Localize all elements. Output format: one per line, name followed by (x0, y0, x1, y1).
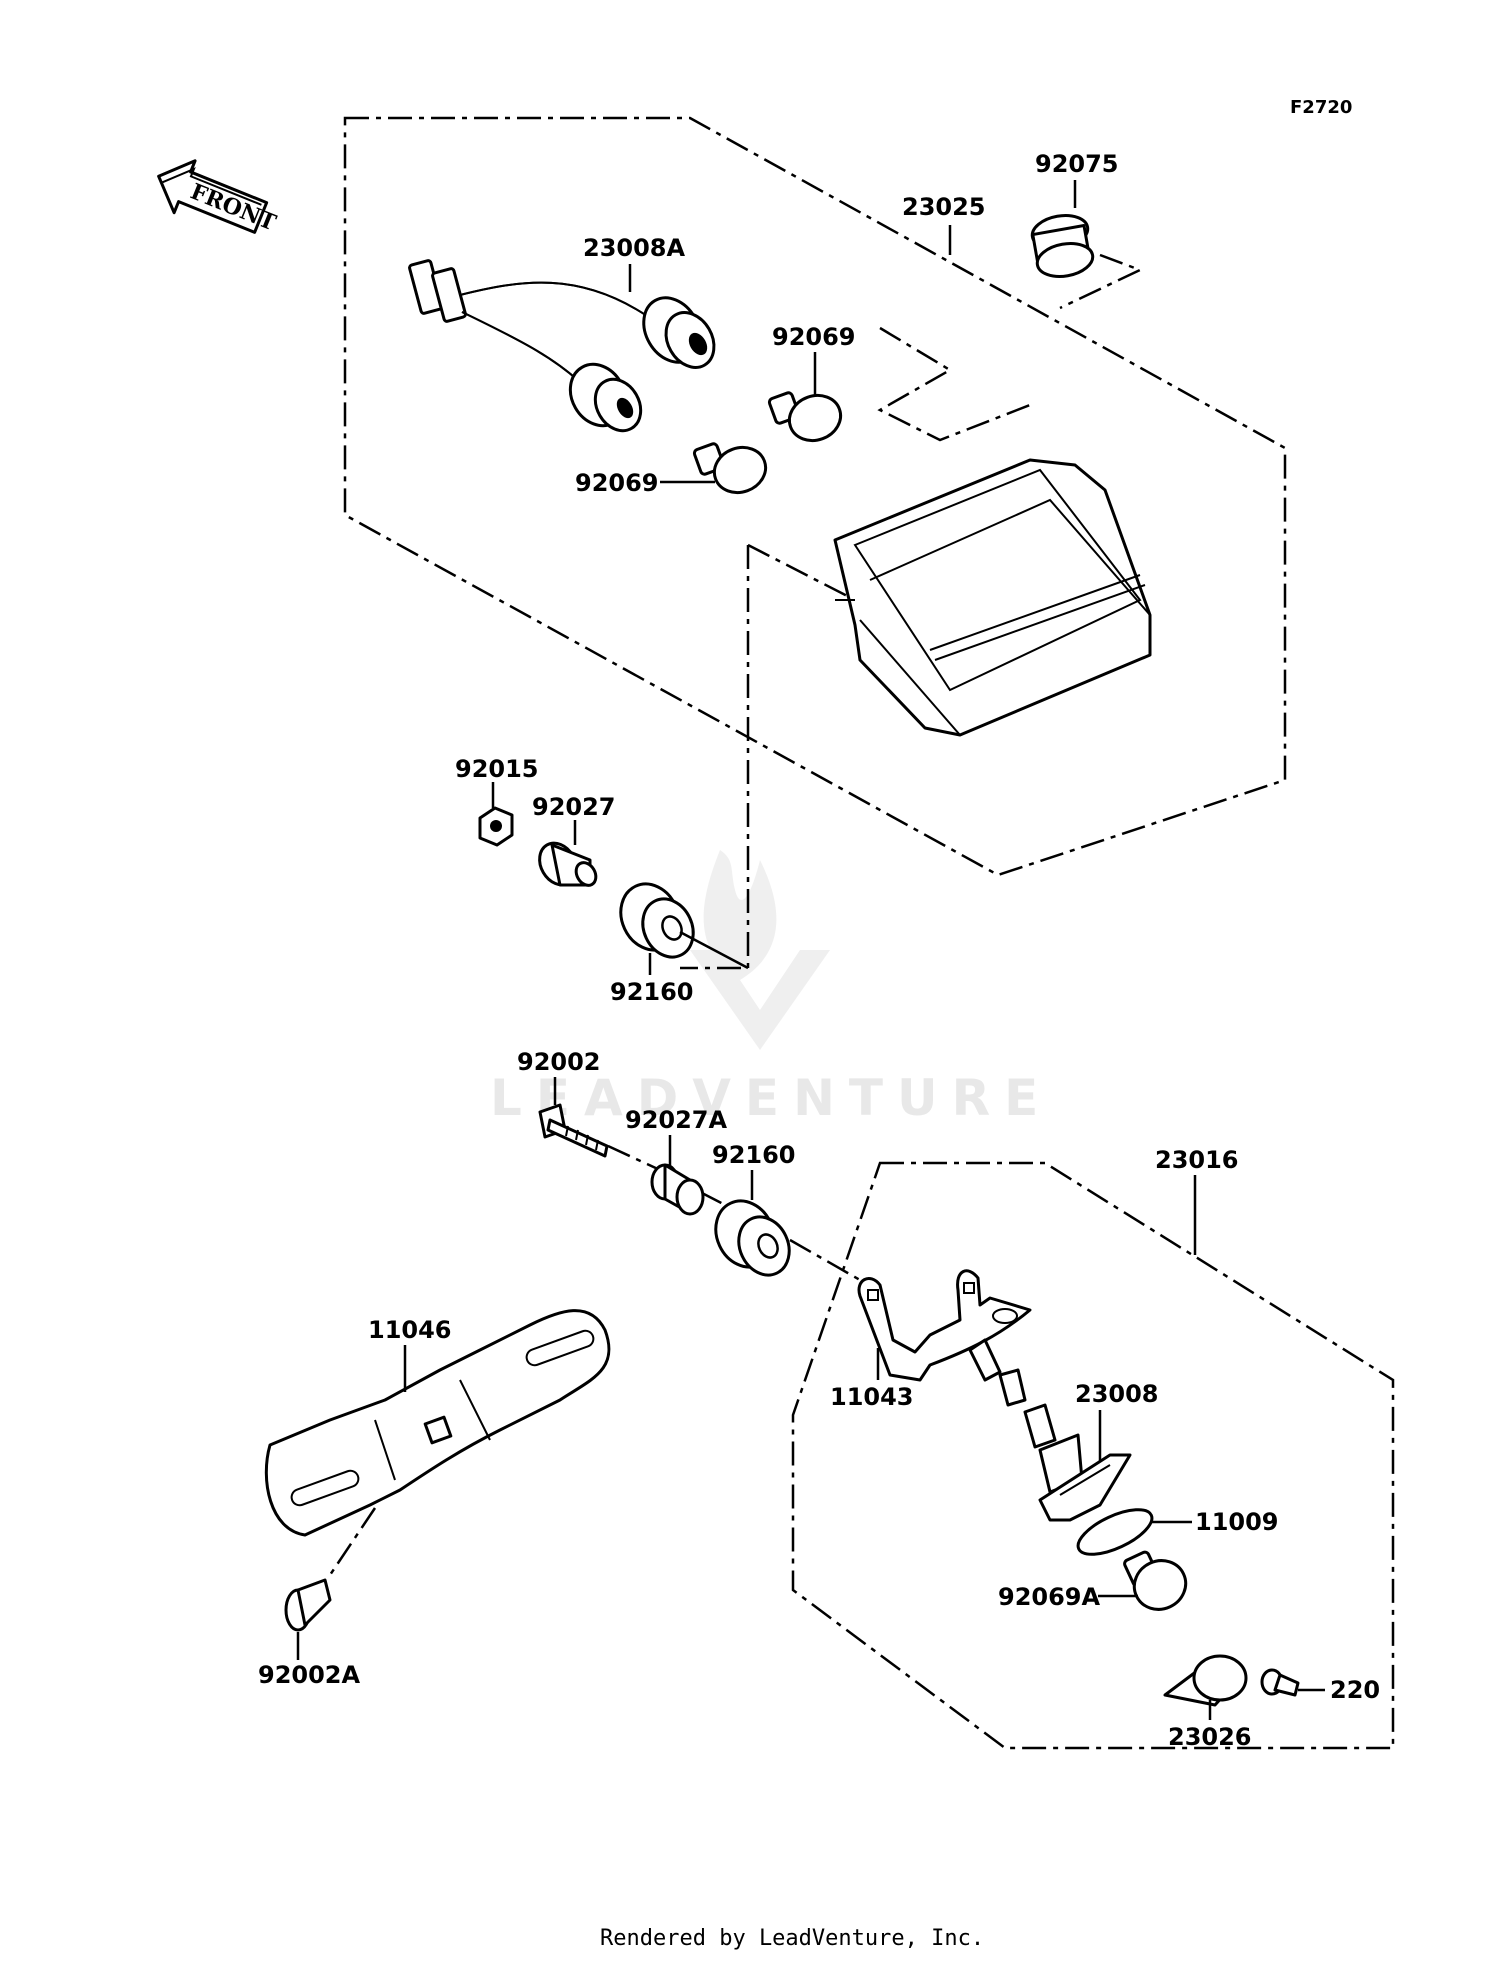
label-92015: 92015 (455, 755, 539, 783)
bracket-11046-icon (264, 1309, 611, 1537)
grommet-92160-top-icon (619, 882, 695, 959)
screw-220-icon (1260, 1668, 1300, 1697)
bulb-92069-bottom-icon (692, 442, 768, 495)
bolt-92002A-icon (284, 1578, 332, 1632)
collar-92027A-icon (650, 1163, 705, 1216)
diagram-code: F2720 (1290, 97, 1352, 118)
label-92069-bottom: 92069 (575, 469, 659, 497)
label-23008: 23008 (1075, 1380, 1159, 1408)
upper-assembly-outline (343, 116, 1287, 877)
label-220: 220 (1330, 1676, 1380, 1704)
grommet-92160-mid-icon (714, 1199, 791, 1277)
gasket-11009-icon (1076, 1508, 1154, 1556)
front-arrow-icon: FRONT (157, 159, 280, 237)
cap-92075-icon (1030, 214, 1095, 278)
bulb-92069-top-icon (767, 391, 843, 443)
label-23008A: 23008A (583, 234, 685, 262)
label-92069-top: 92069 (772, 323, 856, 351)
bolt-92002-icon (538, 1103, 609, 1158)
bulb-92069A-icon (1123, 1550, 1188, 1611)
wiring-harness-23008A (408, 259, 716, 433)
label-92075: 92075 (1035, 150, 1119, 178)
taillight-housing-23025-icon (833, 458, 1152, 737)
grommet-dash-top (679, 930, 749, 970)
label-23016: 23016 (1155, 1146, 1239, 1174)
bracket-bolt-dash (328, 1507, 377, 1576)
lower-assembly-outline (791, 1161, 1395, 1750)
collar-92027-icon (538, 841, 598, 887)
footer-credit: Rendered by LeadVenture, Inc. (600, 1926, 984, 1951)
label-23025: 23025 (902, 193, 986, 221)
nut-92015-icon (478, 806, 514, 847)
label-92160-top: 92160 (610, 978, 694, 1006)
leadventure-watermark: LEADVENTURE (490, 850, 1052, 1127)
label-92069A: 92069A (998, 1583, 1100, 1611)
socket-23008-icon (968, 1338, 1132, 1522)
label-23026: 23026 (1168, 1723, 1252, 1751)
label-92027A: 92027A (625, 1106, 727, 1134)
label-92002A: 92002A (258, 1661, 360, 1689)
cap-dash (1059, 253, 1144, 310)
socket-dash (877, 326, 1031, 442)
front-label: FRONT (187, 179, 280, 237)
bracket-11043-icon (857, 1269, 1032, 1382)
label-11009: 11009 (1195, 1508, 1279, 1536)
label-92160-mid: 92160 (712, 1141, 796, 1169)
lens-23026-icon (1163, 1654, 1248, 1707)
label-92027: 92027 (532, 793, 616, 821)
label-92002: 92002 (517, 1048, 601, 1076)
label-11046: 11046 (368, 1316, 452, 1344)
watermark-text: LEADVENTURE (490, 1069, 1052, 1127)
label-11043: 11043 (830, 1383, 914, 1411)
